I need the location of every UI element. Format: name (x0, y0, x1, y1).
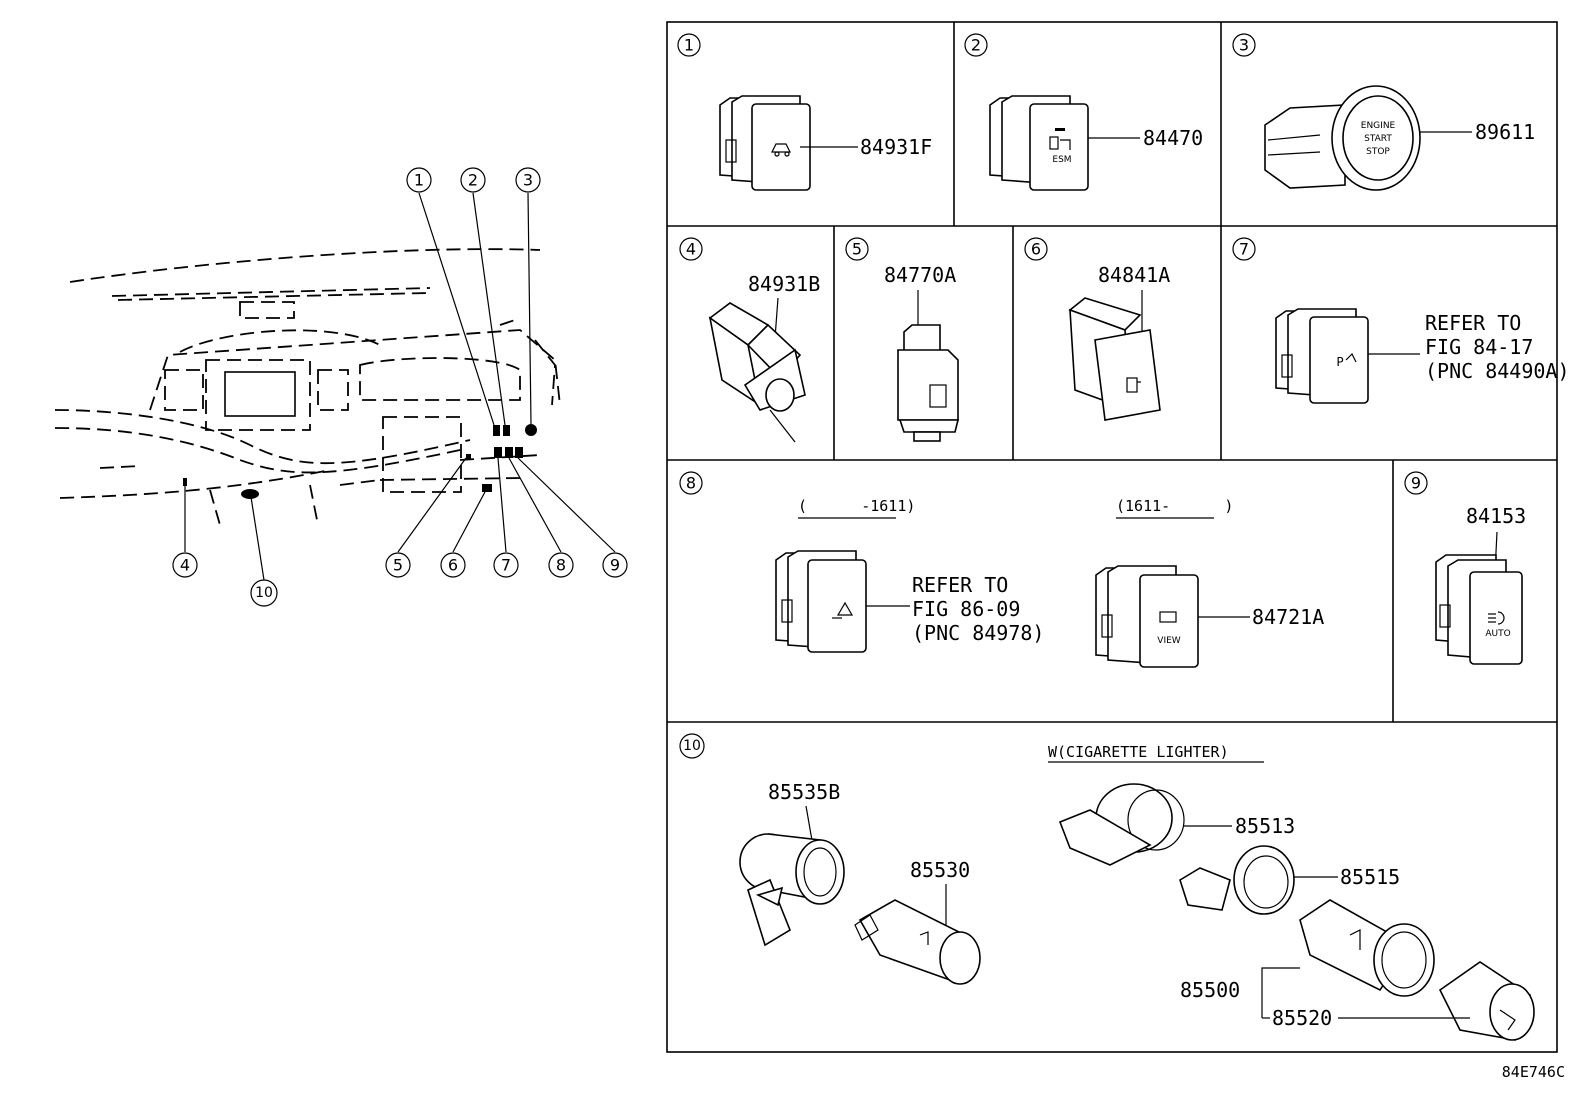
panel-7-refer-line1: REFER TO (1425, 311, 1521, 335)
panel-6-number: 6 (1031, 240, 1041, 259)
panel-8-range-right: (1611- ) (1116, 497, 1233, 515)
lighter-housing-85513-illustration (1058, 783, 1185, 866)
panel-8-refer-line1: REFER TO (912, 573, 1008, 597)
panel-6: 6 84841A (1024, 237, 1170, 421)
view-label: VIEW (1157, 636, 1180, 646)
panel-8-number: 8 (686, 474, 696, 493)
callout-2: 2 (460, 167, 486, 193)
panel-8-refer-line2: FIG 86-09 (912, 597, 1020, 621)
callout-10: 10 (250, 579, 278, 607)
panel-4-number: 4 (686, 240, 696, 259)
panel-3-number: 3 (1239, 36, 1249, 55)
callout-4: 4 (172, 552, 198, 578)
svg-text:P: P (1336, 355, 1343, 369)
panel-9-number: 9 (1411, 474, 1421, 493)
callout-1: 1 (406, 167, 432, 193)
callout-3: 3 (515, 167, 541, 193)
callout-7: 7 (493, 552, 519, 578)
callout-6-label: 6 (448, 556, 458, 575)
lighter-socket-85500-illustration (1299, 899, 1435, 997)
part-number-85515: 85515 (1340, 865, 1400, 889)
panel-1: 1 84931F (677, 33, 932, 191)
part-number-84721a: 84721A (1252, 605, 1324, 629)
part-number-85530: 85530 (910, 858, 970, 882)
panel-7-refer-line2: FIG 84-17 (1425, 335, 1533, 359)
part-number-85500: 85500 (1180, 978, 1240, 1002)
part-number-85535b: 85535B (768, 780, 840, 804)
panel-2-number: 2 (971, 36, 981, 55)
lighter-ring-85515-illustration (1179, 845, 1295, 915)
panel-8: 8 ( -1611) (1611- ) REFER TO FIG 86-09 (… (679, 471, 1324, 668)
esm-label: ESM (1052, 155, 1071, 165)
part-number-84470: 84470 (1143, 126, 1203, 150)
callout-9-label: 9 (610, 556, 620, 575)
switch-84931b-illustration (708, 302, 806, 443)
panel-10: 10 W(CIGARETTE LIGHTER) 85535B 85530 (679, 733, 1535, 1041)
switch-84770a-illustration (897, 324, 960, 442)
panel-8-refer-line3: (PNC 84978) (912, 621, 1044, 645)
switch-84931f-illustration (719, 95, 811, 191)
panel-5: 5 84770A (845, 237, 960, 442)
panel-8-range-left: ( -1611) (798, 497, 915, 515)
part-number-85513: 85513 (1235, 814, 1295, 838)
panel-3: 3 ENGINE START STOP 89611 (1232, 33, 1535, 191)
panel-10-heading: W(CIGARETTE LIGHTER) (1048, 743, 1229, 761)
panel-7: 7 P REFER TO FIG 84-17 (PNC 84490A) (1232, 237, 1570, 404)
callout-8: 8 (548, 552, 574, 578)
panel-5-number: 5 (852, 240, 862, 259)
part-number-89611: 89611 (1475, 120, 1535, 144)
auto-label: AUTO (1485, 629, 1510, 639)
panel-10-number: 10 (683, 738, 701, 754)
callout-8-label: 8 (556, 556, 566, 575)
auto-headlight-switch-illustration: AUTO (1435, 554, 1523, 665)
panel-1-number: 1 (684, 36, 694, 55)
callout-1-label: 1 (414, 171, 424, 190)
part-number-84931f: 84931F (860, 135, 932, 159)
callout-3-label: 3 (523, 171, 533, 190)
part-number-84841a: 84841A (1098, 263, 1170, 287)
engine-label: ENGINE (1361, 121, 1396, 131)
cigarette-lighter-85520-illustration (1438, 961, 1535, 1041)
dashboard-overview: 1 2 3 4 5 6 7 8 9 10 (54, 167, 628, 607)
esm-switch-illustration: ESM (989, 95, 1089, 191)
callout-4-label: 4 (180, 556, 190, 575)
socket-85530-illustration (854, 899, 981, 985)
callout-9: 9 (602, 552, 628, 578)
panel-7-refer-line3: (PNC 84490A) (1425, 359, 1570, 383)
part-number-84770a: 84770A (884, 263, 956, 287)
fuel-lid-switch-illustration (1068, 297, 1161, 421)
switch-early-illustration (775, 550, 867, 653)
panel-2: 2 ESM 84470 (964, 33, 1203, 191)
callout-7-label: 7 (501, 556, 511, 575)
callout-6: 6 (440, 552, 466, 578)
callout-2-label: 2 (468, 171, 478, 190)
callout-5: 5 (385, 552, 411, 578)
accessory-socket-85535b-illustration (739, 833, 845, 947)
parking-assist-switch-illustration: P (1275, 308, 1369, 404)
callout-5-label: 5 (393, 556, 403, 575)
part-number-84153: 84153 (1466, 504, 1526, 528)
figure-code: 84E746C (1502, 1063, 1565, 1081)
engine-start-stop-button-illustration: ENGINE START STOP (1264, 85, 1421, 191)
parts-grid (666, 21, 1558, 1053)
panel-9: 9 84153 AUTO (1404, 471, 1526, 665)
part-number-85520: 85520 (1272, 1006, 1332, 1030)
panel-7-number: 7 (1239, 240, 1249, 259)
part-number-84931b: 84931B (748, 272, 820, 296)
view-switch-illustration: VIEW (1095, 565, 1199, 668)
start-label: START (1364, 134, 1392, 144)
callout-10-label: 10 (255, 585, 273, 601)
stop-label: STOP (1366, 147, 1390, 157)
panel-4: 4 84931B (679, 237, 820, 443)
